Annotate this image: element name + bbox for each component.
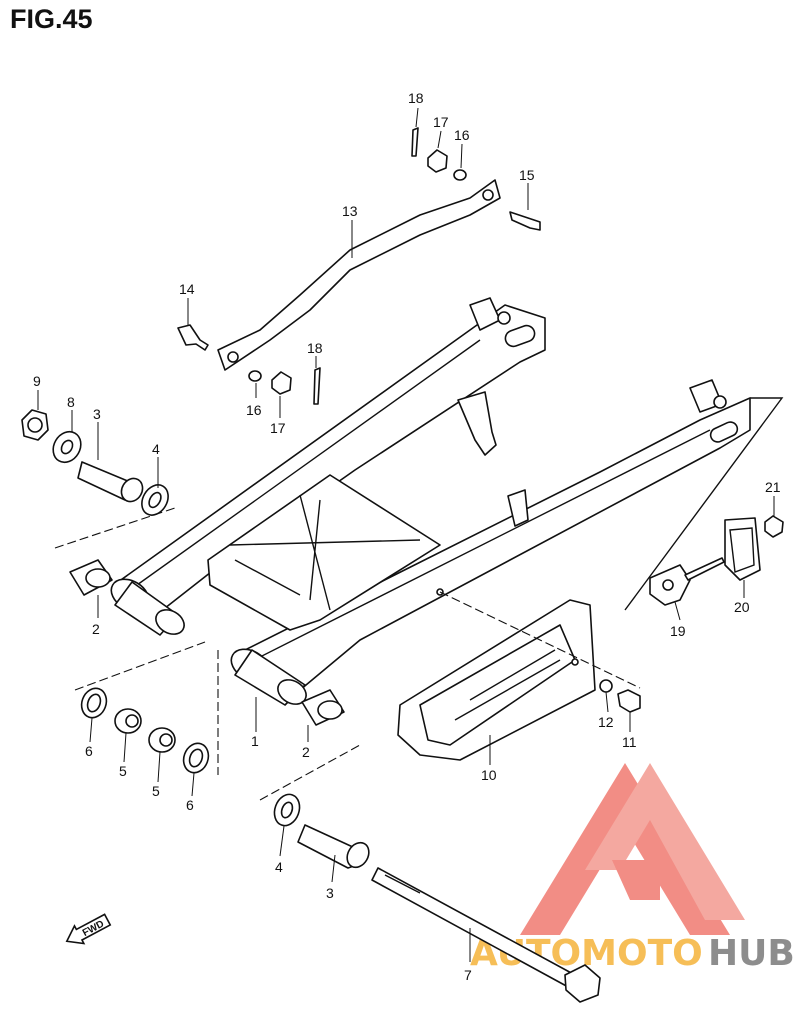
callout-11: 11 xyxy=(622,734,637,750)
callout-2: 2 xyxy=(302,744,310,760)
swingarm xyxy=(110,297,784,706)
callout-7: 7 xyxy=(464,967,472,983)
callout-17: 17 xyxy=(270,420,286,436)
callout-15: 15 xyxy=(519,167,535,183)
watermark-triangle-left xyxy=(520,763,730,935)
callout-20: 20 xyxy=(734,599,750,615)
callout-5: 5 xyxy=(119,763,127,779)
callout-3: 3 xyxy=(326,885,334,901)
watermark-triangle-right xyxy=(585,763,745,920)
leader-lines xyxy=(37,107,775,962)
callout-1: 1 xyxy=(251,733,259,749)
callout-6: 6 xyxy=(186,797,194,813)
small-parts xyxy=(21,127,784,1003)
fwd-label: FWD xyxy=(81,919,106,939)
callout-3: 3 xyxy=(93,406,101,422)
phantom-lines xyxy=(54,507,641,801)
watermark-inner xyxy=(612,860,660,900)
callout-4: 4 xyxy=(152,441,160,457)
callout-18: 18 xyxy=(408,90,424,106)
watermark-logo: AUTOMOTO HUB xyxy=(470,763,795,974)
callout-5: 5 xyxy=(152,783,160,799)
callout-17: 17 xyxy=(433,114,449,130)
callout-19: 19 xyxy=(670,623,686,639)
callout-13: 13 xyxy=(342,203,358,219)
figure-title: FIG.45 xyxy=(10,4,93,34)
callout-12: 12 xyxy=(598,714,614,730)
chain-case xyxy=(397,588,596,761)
callout-9: 9 xyxy=(33,373,41,389)
callout-16: 16 xyxy=(246,402,262,418)
fwd-arrow-icon xyxy=(65,913,112,945)
callout-8: 8 xyxy=(67,394,75,410)
watermark-text-hub: HUB xyxy=(708,933,795,974)
callout-14: 14 xyxy=(179,281,195,297)
callout-4: 4 xyxy=(275,859,283,875)
callout-6: 6 xyxy=(85,743,93,759)
fwd-arrow: FWD xyxy=(65,913,112,945)
torque-link xyxy=(217,179,501,371)
callout-21: 21 xyxy=(765,479,781,495)
callout-2: 2 xyxy=(92,621,100,637)
callout-10: 10 xyxy=(481,767,497,783)
callout-18: 18 xyxy=(307,340,323,356)
callout-16: 16 xyxy=(454,127,470,143)
callout-labels: 18 17 16 15 13 14 18 16 17 9 8 3 4 2 1 2… xyxy=(33,90,781,983)
